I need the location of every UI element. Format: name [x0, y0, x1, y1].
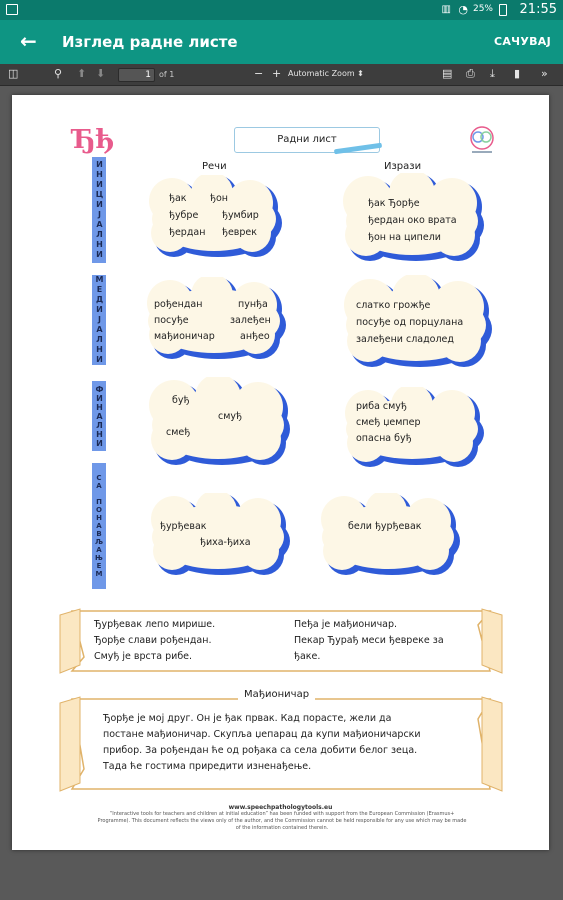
story-line: прибор. За рођендан ће од рођака са села…: [103, 745, 418, 756]
download-icon[interactable]: ⤓: [490, 67, 495, 80]
bookmark-icon[interactable]: ▮: [514, 67, 521, 80]
word: мађионичар: [154, 331, 215, 342]
word: ђердан: [169, 227, 206, 238]
word: ђиха-ђиха: [200, 537, 251, 548]
side-label-initial: ИНИЦИЈАЛНИ: [92, 157, 106, 263]
arrow-back-icon[interactable]: ←: [20, 29, 37, 53]
clock: 21:55: [519, 2, 557, 17]
column-header-phrases: Изрази: [384, 161, 422, 172]
footer-note-line: of the information contained therein.: [235, 825, 329, 831]
cloud-words-row2: рођендан пунђа посуђе залеђен мађионичар…: [140, 277, 290, 363]
sentence: Пекар Ђурађ меси ђевреке за: [294, 635, 444, 646]
gallery-icon: [6, 4, 18, 15]
zoom-select-label: Automatic Zoom: [288, 69, 355, 78]
word: смеђ: [166, 427, 191, 438]
worksheet-page: Ђђ Радни лист Речи Изрази ИНИЦИЈАЛНИ МЕД…: [12, 95, 549, 850]
search-icon[interactable]: ⚲: [54, 67, 63, 80]
story-title: Мађионичар: [238, 689, 316, 700]
word: посуђе: [154, 315, 189, 326]
phrase: ђердан око врата: [368, 215, 457, 226]
sentence: Ђорђе слави рођендан.: [94, 635, 212, 646]
sidebar-toggle-icon[interactable]: ◫: [8, 67, 19, 80]
zoom-select[interactable]: Automatic Zoom ⬍: [288, 69, 364, 78]
word: ђон: [210, 193, 228, 204]
story-text: Ђорђе је мој друг. Он је ђак првак. Кад …: [103, 711, 473, 775]
cloud-phrases-row4: бели ђурђевак: [312, 493, 464, 579]
phrase: риба смуђ: [356, 401, 407, 412]
word: ђумбир: [222, 210, 259, 221]
word: залеђен: [230, 315, 271, 326]
zoom-in-button[interactable]: +: [272, 67, 282, 80]
pdf-viewer[interactable]: Ђђ Радни лист Речи Изрази ИНИЦИЈАЛНИ МЕД…: [0, 87, 563, 900]
word: рођендан: [154, 299, 203, 310]
word: ђак: [169, 193, 187, 204]
sentence: Смуђ је врста рибе.: [94, 651, 193, 662]
sentence: Ђурђевак лепо мирише.: [94, 619, 216, 630]
previous-page-icon[interactable]: ⬆: [77, 67, 87, 80]
word: ђурђевак: [160, 521, 207, 532]
letters-heading: Ђђ: [72, 125, 115, 155]
signal-icon: ▥: [441, 4, 451, 15]
footer-note-line: “Interactive tools for teachers and chil…: [109, 811, 455, 817]
zoom-out-button[interactable]: −: [254, 67, 264, 80]
tools-menu-icon[interactable]: »: [541, 67, 548, 80]
battery-percent: 25%: [472, 4, 493, 14]
page-title: Изглед радне листе: [62, 33, 238, 51]
cloud-words-row1: ђак ђон ђубре ђумбир ђердан ђеврек: [144, 175, 286, 261]
word: смуђ: [218, 411, 242, 422]
next-page-icon[interactable]: ⬇: [96, 67, 106, 80]
word: анђео: [240, 331, 270, 342]
save-button[interactable]: САЧУВАЈ: [493, 35, 551, 48]
story-line: постане мађионичар. Скупља џепарац да ку…: [103, 729, 421, 740]
page-number-input[interactable]: 1: [118, 68, 155, 82]
battery-icon: [499, 4, 507, 16]
word: пунђа: [238, 299, 268, 310]
worksheet-title: Радни лист: [234, 127, 380, 153]
status-bar: ▥ ◔ 25% 21:55: [0, 0, 563, 20]
footer-note-line: Programme). This document reflects the v…: [97, 818, 467, 824]
phrase: посуђе од порцулана: [356, 317, 464, 328]
side-label-repeated: СА ПОНАВЉАЊЕМ: [92, 463, 106, 589]
phrase: залеђени сладолед: [356, 334, 454, 345]
story-line: Тада ће гостима приредити изненађење.: [103, 761, 312, 772]
page-count: of 1: [159, 70, 175, 79]
cloud-phrases-row2: слатко грожђе посуђе од порцулана залеђе…: [338, 275, 496, 371]
phrase: ђак Ђорђе: [368, 198, 420, 209]
word: ђеврек: [222, 227, 257, 238]
cloud-words-row4: ђурђевак ђиха-ђиха: [144, 493, 294, 579]
pdf-toolbar: ◫ ⚲ ⬆ ⬇ 1 of 1 − + Automatic Zoom ⬍ ▤ ⎙ …: [0, 64, 563, 86]
print-icon[interactable]: ⎙: [466, 67, 475, 80]
phrase: бели ђурђевак: [348, 521, 422, 532]
word: ђубре: [169, 210, 199, 221]
story-line: Ђорђе је мој друг. Он је ђак првак. Кад …: [103, 713, 392, 724]
brand-logo-icon: [470, 126, 494, 153]
cloud-phrases-row1: ђак Ђорђе ђердан око врата ђон на ципели: [338, 173, 488, 265]
word: буђ: [172, 395, 190, 406]
phrase: смеђ џемпер: [356, 417, 421, 428]
sentence: Пеђа је мађионичар.: [294, 619, 398, 630]
cloud-words-row3: буђ смуђ смеђ: [144, 377, 294, 469]
cloud-phrases-row3: риба смуђ смеђ џемпер опасна буђ: [338, 387, 488, 471]
phrase: опасна буђ: [356, 433, 412, 444]
app-bar: ← Изглед радне листе САЧУВАЈ: [0, 20, 563, 64]
wifi-icon: ◔: [458, 3, 468, 16]
open-file-icon[interactable]: ▤: [442, 67, 453, 80]
phrase: ђон на ципели: [368, 232, 441, 243]
footer-note: “Interactive tools for teachers and chil…: [72, 811, 492, 832]
footer-url: www.speechpathologytools.eu: [228, 804, 333, 811]
column-header-words: Речи: [202, 161, 227, 172]
side-label-final: ФИНАЛНИ: [92, 381, 106, 451]
side-label-medial: МЕДИЈАЛНИ: [92, 275, 106, 365]
sentences-scroll: Ђурђевак лепо мирише. Ђорђе слави рођенд…: [58, 605, 504, 677]
phrase: слатко грожђе: [356, 300, 431, 311]
story-scroll: Мађионичар Ђорђе је мој друг. Он је ђак …: [58, 689, 504, 795]
sentence: ђаке.: [294, 651, 321, 662]
